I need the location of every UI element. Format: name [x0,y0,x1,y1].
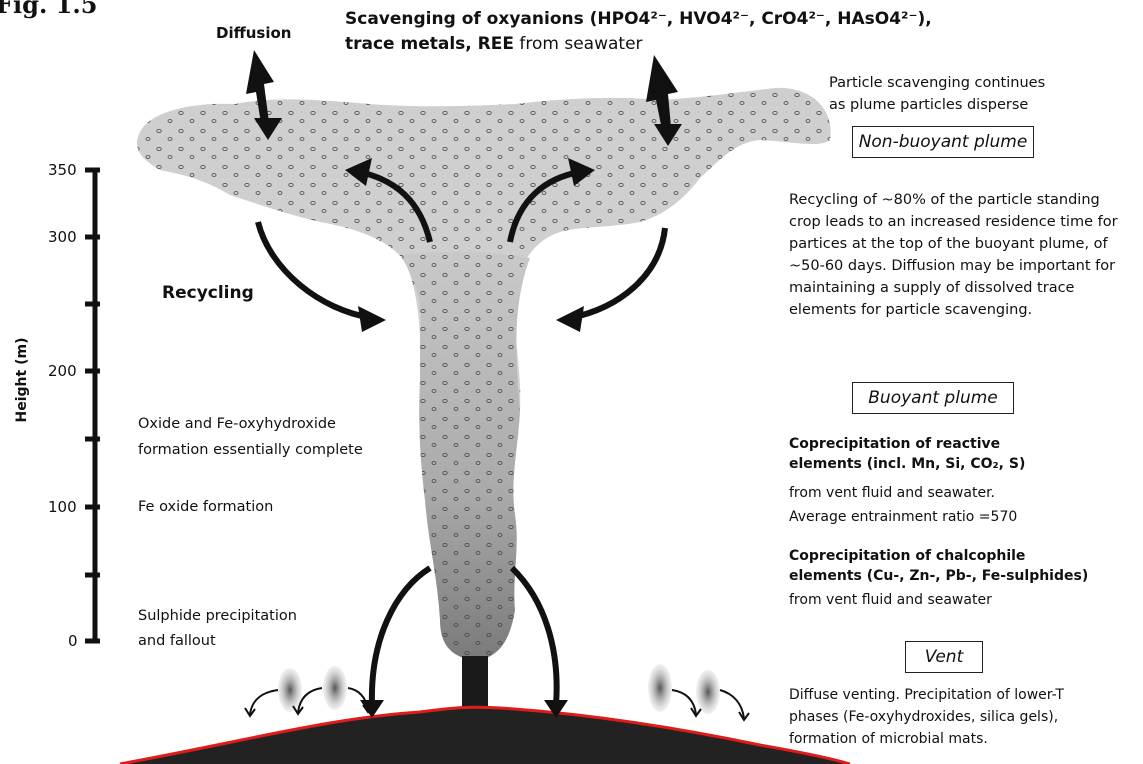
figure-label: Fig. 1.5 [0,0,97,20]
buoyant-plume-box: Buoyant plume [852,382,1014,414]
scavenging-rest: from seawater [514,34,643,54]
height-axis-label: Height (m) [12,330,32,430]
tick-350: 350 [48,160,77,180]
vent-description: Diffuse venting. Precipitation of lower-… [789,684,1109,750]
coprecipitation-chalcophile-line1: Coprecipitation of chalcophile [789,546,1025,566]
coprecipitation-chalcophile-line3: from vent fluid and seawater [789,590,992,610]
oxide-label-line2: formation essentially complete [138,440,363,460]
tick-0: 0 [68,631,78,651]
tick-100: 100 [48,497,77,517]
scavenging-heading: Scavenging of oxyanions (HPO4²⁻, HVO4²⁻,… [345,7,932,31]
nonbuoyant-plume-box: Non-buoyant plume [852,126,1034,158]
sulphide-label-line2: and fallout [138,631,216,651]
vent-box: Vent [905,641,983,673]
coprecipitation-chalcophile-line2: elements (Cu-, Zn-, Pb-, Fe-sulphides) [789,566,1088,586]
recycling-description: Recycling of ~80% of the particle standi… [789,189,1132,321]
scavenging-bold: trace metals, REE [345,34,514,54]
fe-oxide-label: Fe oxide formation [138,497,273,517]
coprecipitation-reactive-line2: elements (incl. Mn, Si, CO₂, S) [789,454,1025,474]
plume-particle-texture [137,88,831,660]
scavenging-continues-line2: as plume particles disperse [829,95,1028,115]
tick-300: 300 [48,227,77,247]
scavenging-continues-line1: Particle scavenging continues [829,73,1045,93]
sulphide-label-line1: Sulphide precipitation [138,606,297,626]
recycling-label: Recycling [162,283,254,303]
diffusion-label: Diffusion [216,23,291,43]
coprecipitation-reactive-line3: from vent fluid and seawater. [789,483,995,503]
scavenging-subheading: trace metals, REE from seawater [345,32,643,56]
entrainment-ratio: Average entrainment ratio =570 [789,507,1017,527]
height-axis [85,168,100,643]
coprecipitation-reactive-line1: Coprecipitation of reactive [789,434,1000,454]
oxide-label-line1: Oxide and Fe-oxyhydroxide [138,414,336,434]
tick-200: 200 [48,361,77,381]
